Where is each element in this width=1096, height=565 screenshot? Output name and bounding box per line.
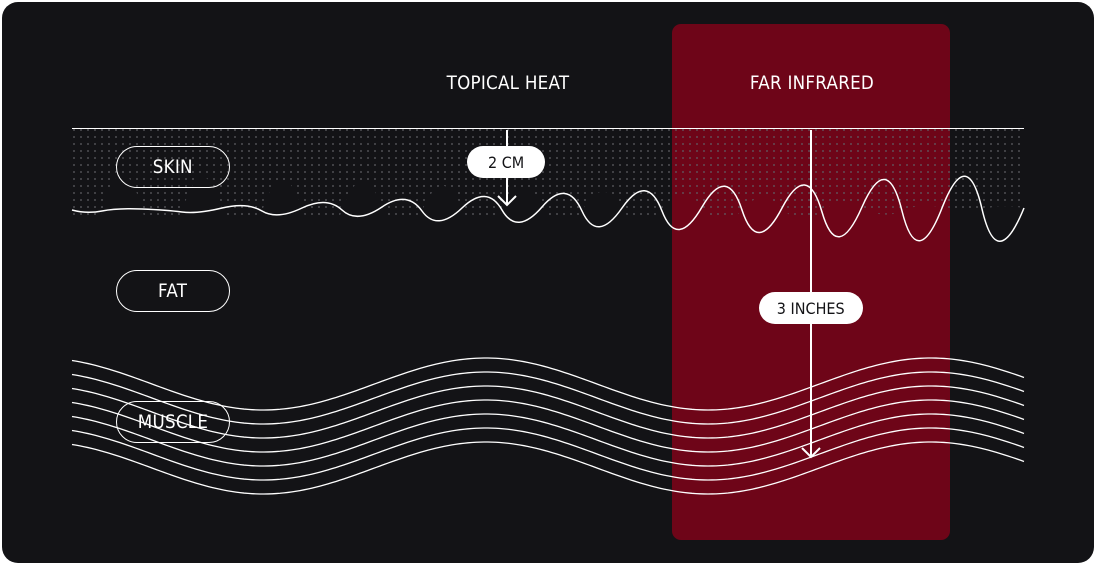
muscle-fiber-line: [71, 385, 1025, 439]
topical-depth-badge: 2 CM: [467, 146, 545, 178]
muscle-fiber-line: [71, 441, 1025, 495]
far-infrared-title: FAR INFRARED: [749, 72, 875, 94]
muscle-fiber-line: [71, 371, 1025, 425]
muscle-fiber-line: [71, 399, 1025, 453]
skin-fat-boundary: [71, 175, 1025, 242]
topical-heat-title: TOPICAL HEAT: [446, 72, 570, 94]
skin-layer-label: SKIN: [116, 146, 230, 188]
skin-texture: [72, 128, 1024, 218]
muscle-fiber-line: [71, 427, 1025, 481]
infrared-depth-badge: 3 INCHES: [759, 292, 863, 324]
muscle-fiber-line: [71, 357, 1025, 411]
fat-layer-label: FAT: [116, 270, 230, 312]
muscle-layer-label: MUSCLE: [116, 401, 230, 443]
muscle-fibers: [71, 357, 1025, 495]
muscle-fiber-line: [71, 413, 1025, 467]
